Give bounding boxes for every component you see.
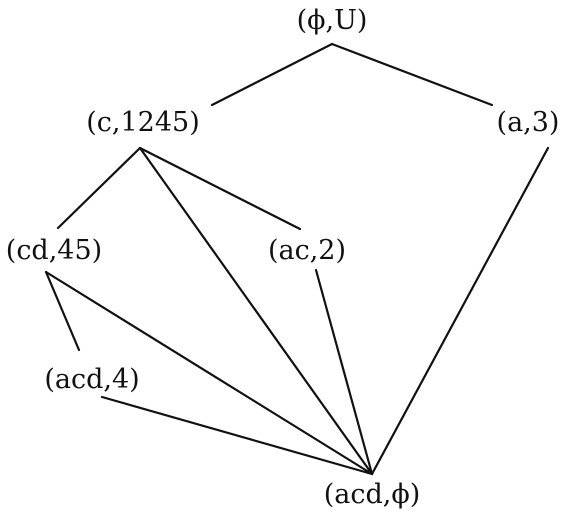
edge-acd4-bottom [100,395,374,476]
node-acd4-label: (acd,4) [44,364,139,395]
node-bottom-label: (acd,ϕ) [324,479,421,510]
edge-c-bottom [138,146,374,476]
edge-c-cd [56,146,142,230]
edge-cd-bottom [44,270,374,476]
node-a-label: (a,3) [497,107,560,138]
edge-top-c [210,42,334,107]
node-cd-label: (cd,45) [6,235,102,266]
edge-top-a [330,42,494,107]
edge-cd-acd4 [44,270,81,352]
node-ac-label: (ac,2) [268,235,346,266]
node-c-label: (c,1245) [86,107,199,138]
edge-ac-bottom [314,268,374,476]
edges [44,42,550,476]
edge-a-bottom [370,146,550,476]
node-top-label: (ϕ,U) [297,5,368,36]
nodes: (ϕ,U) (c,1245) (a,3) (cd,45) (ac,2) (acd… [6,5,560,510]
edge-c-ac [138,146,302,231]
